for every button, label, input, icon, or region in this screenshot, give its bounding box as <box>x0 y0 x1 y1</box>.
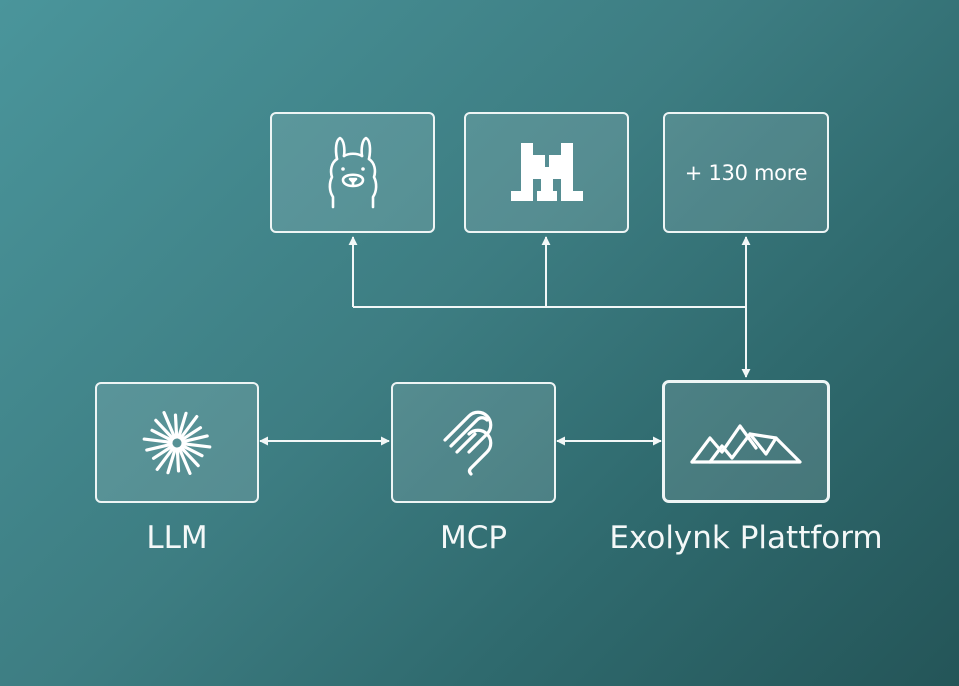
mountain-logo-icon <box>688 418 804 466</box>
sparkle-ray <box>179 445 200 467</box>
sparkle-icon <box>139 405 215 481</box>
sparkle-ray <box>142 436 173 444</box>
sparkle-ray <box>162 410 177 439</box>
more-providers-label: + 130 more <box>684 160 808 185</box>
mcp-icon <box>439 410 509 476</box>
sparkle-ray <box>180 443 204 457</box>
sparkle-ray <box>155 445 176 471</box>
sparkle-ray <box>166 446 177 474</box>
exolynk-platform-caption: Exolynk Plattform <box>609 520 883 556</box>
llm-box <box>95 382 259 503</box>
sparkle-ray <box>175 446 181 473</box>
sparkle-ray <box>145 442 173 452</box>
more-providers-box: + 130 more <box>663 112 829 233</box>
sparkle-ray <box>177 446 192 475</box>
sparkle-ray <box>178 414 199 440</box>
mistral-icon <box>507 142 587 203</box>
mcp-box <box>391 382 556 503</box>
sparkle-ray <box>180 425 203 441</box>
llama-icon <box>321 135 385 211</box>
sparkle-ray <box>151 444 174 460</box>
exolynk-platform-box <box>662 380 830 503</box>
sparkle-ray <box>177 411 188 439</box>
ollama-box <box>270 112 435 233</box>
sparkle-ray <box>154 418 175 440</box>
mistral-box <box>464 112 629 233</box>
sparkle-ray <box>173 412 179 439</box>
sparkle-ray <box>181 433 209 443</box>
llm-caption: LLM <box>146 520 208 556</box>
mcp-caption: MCP <box>439 520 508 556</box>
sparkle-ray <box>150 428 174 442</box>
sparkle-ray <box>181 441 212 449</box>
